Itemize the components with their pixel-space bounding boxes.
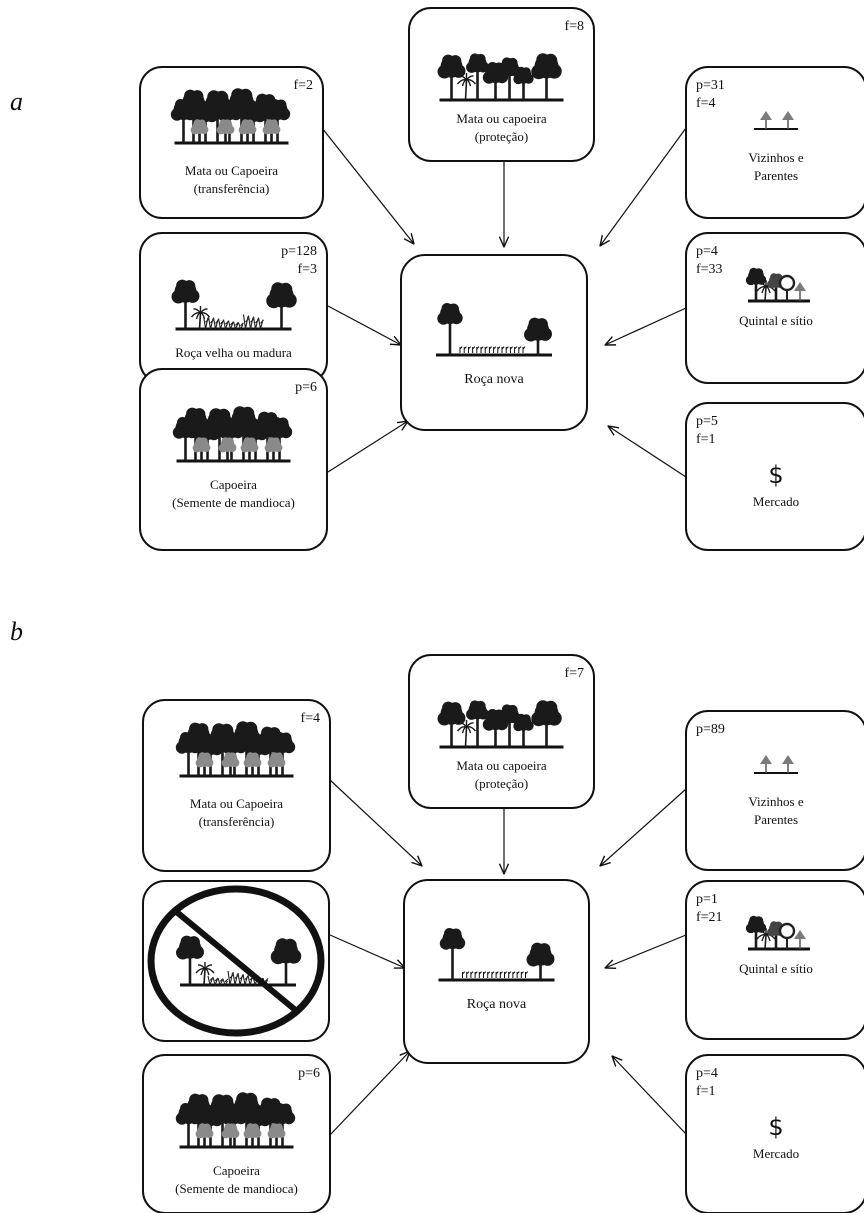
p-value: p=4 [696,1066,718,1081]
node-label-line2: (Semente de mandioca) [175,1181,298,1196]
flow-arrow-roca-velha [329,934,405,968]
flow-arrow-vizinhos [600,127,687,246]
homegarden-icon [745,915,810,951]
node-label-line2: Parentes [754,812,798,827]
f-value: f=1 [696,432,716,447]
node-label-line1: Capoeira [213,1163,260,1178]
f-value: f=2 [293,78,313,93]
new-field-icon [436,303,552,357]
p-value: p=89 [696,722,725,737]
panel-letter: a [10,87,23,116]
houses-icon [754,111,798,130]
node-label-line1: Quintal e sítio [739,313,813,328]
node-label-line1: Mercado [753,1146,799,1161]
node-label-line1: Mata ou capoeira [456,111,546,126]
flow-arrow-roca-velha [327,305,401,345]
panel-letter: b [10,617,23,646]
old-field-icon [171,279,297,331]
f-value: f=4 [696,96,716,111]
node-label-line1: Mata ou capoeira [456,758,546,773]
p-value: p=6 [298,1066,320,1081]
forest-icon [175,1092,296,1149]
p-value: p=4 [696,244,718,259]
node-label-line2: (transferência) [199,814,275,829]
houses-icon [754,755,798,774]
flow-arrow-mata-transferencia [321,127,414,244]
flow-arrow-mata-transferencia [329,779,422,866]
node-label-line1: Vizinhos e [748,794,803,809]
prohibited-old-field-icon [147,885,325,1037]
node-label-line1: Mata ou Capoeira [185,163,278,178]
dollar-icon: $ [768,1113,783,1141]
forest-icon [170,88,291,145]
flow-arrow-capoeira-semente [329,1051,410,1136]
node-label-line2: (Semente de mandioca) [172,495,295,510]
node-label-line1: Mercado [753,494,799,509]
new-field-icon [438,928,555,982]
f-value: f=1 [696,1084,716,1099]
node-label-line2: Parentes [754,168,798,183]
f-value: f=3 [297,262,317,277]
f-value: f=7 [564,666,584,681]
svg-text:$: $ [768,461,783,489]
p-value: p=1 [696,892,718,907]
node-label-line1: Mata ou Capoeira [190,796,283,811]
node-label-line1: Roça velha ou madura [175,345,292,360]
node-label-line2: (proteção) [475,776,528,791]
f-value: f=21 [696,910,723,925]
flow-arrow-mercado [612,1056,687,1135]
node-label-line1: Vizinhos e [748,150,803,165]
f-value: f=4 [300,711,320,726]
flow-arrow-quintal [605,307,687,345]
p-value: p=6 [295,380,317,395]
dollar-icon: $ [768,461,783,489]
node-label-line2: (transferência) [194,181,270,196]
target-label: Roça nova [467,997,527,1012]
flow-arrow-quintal [605,934,687,968]
target-label: Roça nova [464,372,524,387]
svg-text:$: $ [768,1113,783,1141]
forest-icon [437,53,564,102]
forest-icon [172,406,293,463]
flow-arrow-capoeira-semente [327,421,408,473]
target-node-roca-nova: Roça nova [400,254,588,431]
flow-arrow-mercado [608,426,687,478]
target-node-roca-nova: Roça nova [403,879,590,1064]
f-value: f=8 [564,19,584,34]
node-label-line1: Quintal e sítio [739,961,813,976]
node-label-line1: Capoeira [210,477,257,492]
flow-arrow-vizinhos [600,788,687,866]
forest-icon [175,721,296,778]
homegarden-icon [745,267,810,303]
node-label-line2: (proteção) [475,129,528,144]
forest-icon [437,700,564,749]
source-node-roca-velha [142,880,330,1042]
p-value: p=31 [696,78,725,93]
p-value: p=128 [281,244,317,259]
p-value: p=5 [696,414,718,429]
f-value: f=33 [696,262,723,277]
